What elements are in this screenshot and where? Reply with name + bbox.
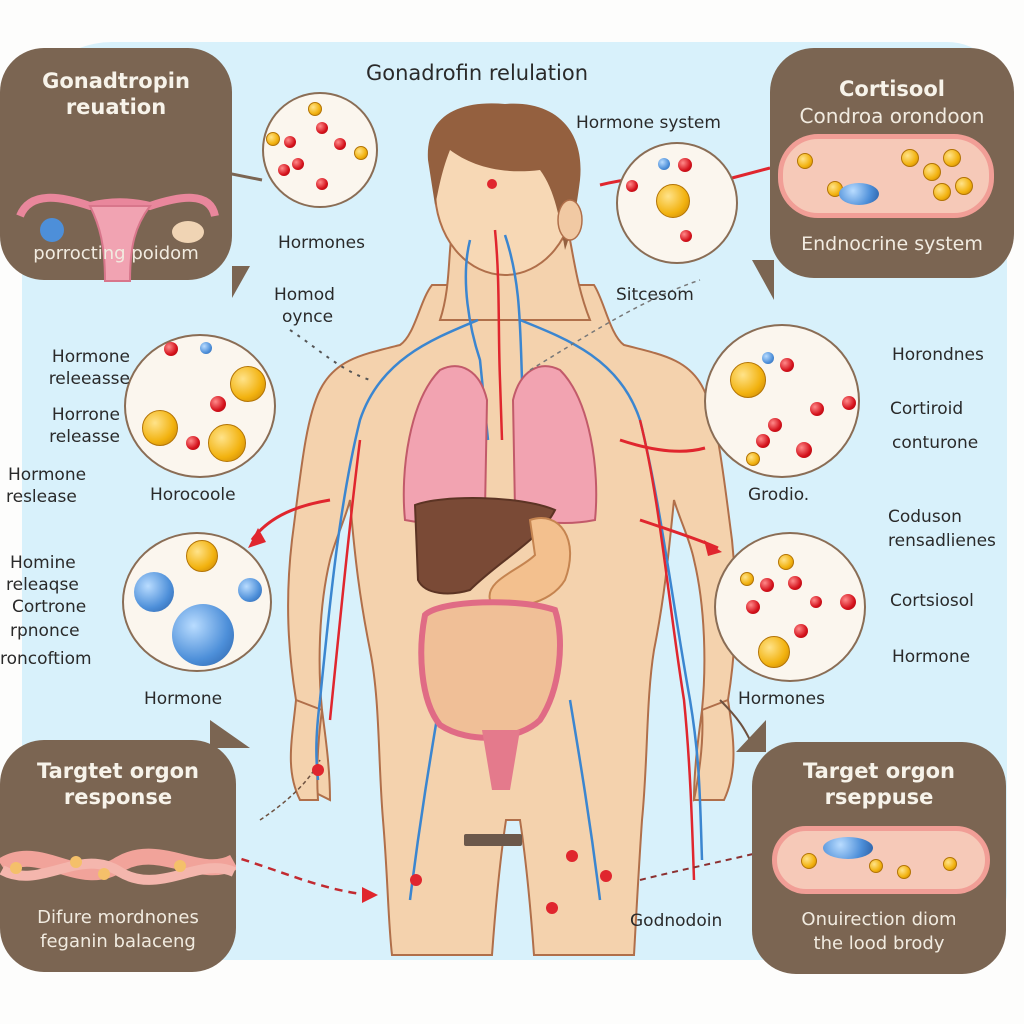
gland-tag bbox=[464, 834, 522, 846]
label-left-3-line1: Hormone bbox=[8, 465, 87, 485]
label-left-5-line2: rpnonce bbox=[10, 621, 80, 641]
callout-title-line2: response bbox=[63, 785, 173, 809]
callout-title-line2: reuation bbox=[65, 95, 167, 119]
cell-capsule bbox=[778, 134, 994, 218]
label-grodio: Grodio. bbox=[748, 485, 810, 505]
callout-caption-line2: the lood brody bbox=[813, 933, 945, 954]
callout-title-line1: Gonadtropin bbox=[42, 69, 190, 93]
molecule-dot bbox=[955, 177, 973, 195]
label-sitcesom: Sitcesom bbox=[616, 285, 694, 305]
label-right-2: Cortiroid bbox=[890, 399, 964, 419]
hormone-dots bbox=[312, 179, 612, 914]
label-left-2-line2: releasse bbox=[49, 427, 120, 447]
callout-gonadotropin: Gonadtropin reuation porrocting poidom bbox=[0, 48, 232, 282]
cell-capsule bbox=[772, 826, 990, 894]
callout-caption: Endnocrine system bbox=[801, 233, 983, 255]
molecule-dot bbox=[933, 183, 951, 201]
callout-tail bbox=[752, 260, 774, 300]
callout-caption-line1: Onuirection diom bbox=[801, 909, 957, 930]
label-left-5-line1: Cortrone bbox=[12, 597, 87, 617]
label-hormone-left-bottom: Hormone bbox=[144, 689, 223, 709]
label-hormones-right-bottom: Hormones bbox=[738, 689, 825, 709]
label-horocoole: Horocoole bbox=[150, 485, 236, 505]
callout-cortisol: Cortisool Condroa orondoon Endnocrine sy… bbox=[770, 48, 1014, 278]
callout-tail bbox=[210, 720, 250, 748]
molecule-dot bbox=[869, 859, 883, 873]
molecule-dot bbox=[897, 865, 911, 879]
molecule-circle-cortsiosol bbox=[714, 532, 866, 682]
molecule-circle-hormone-system bbox=[616, 142, 738, 264]
molecule-cluster bbox=[823, 837, 873, 859]
callout-subtitle: Condroa orondoon bbox=[799, 104, 985, 128]
label-right-4-line2: rensadlienes bbox=[888, 531, 996, 551]
label-left-4-line1: Homine bbox=[10, 553, 76, 573]
callout-title-line2: rseppuse bbox=[824, 785, 934, 809]
label-homod-line1: Homod bbox=[274, 285, 335, 305]
label-right-3: conturone bbox=[892, 433, 979, 453]
organs bbox=[402, 365, 598, 790]
label-left-2-line1: Horrone bbox=[51, 405, 120, 425]
diagram-title: Gonadrofin relulation bbox=[366, 61, 589, 85]
tissue-strand-icon bbox=[0, 848, 236, 885]
callout-caption: porrocting poidom bbox=[33, 243, 199, 264]
molecule-dot bbox=[923, 163, 941, 181]
callout-caption-line1: Difure mordnones bbox=[37, 907, 199, 928]
label-right-5: Cortsiosol bbox=[890, 591, 974, 611]
label-right-1: Horondnes bbox=[892, 345, 984, 365]
molecule-dot bbox=[901, 149, 919, 167]
uterus-icon bbox=[16, 193, 219, 282]
callout-target-organ-right: Target orgon rseppuse Onuirection diom t… bbox=[752, 742, 1006, 974]
callout-tail bbox=[232, 266, 250, 298]
label-left-3-line2: reslease bbox=[6, 487, 77, 507]
molecule-dot bbox=[797, 153, 813, 169]
molecule-dot bbox=[943, 149, 961, 167]
label-left-1-line1: Hormone bbox=[51, 347, 130, 367]
label-left-4-line2: releaqse bbox=[6, 575, 79, 595]
callout-target-organ-left: Targtet orgon response Difure mordnones … bbox=[0, 740, 236, 972]
label-hormone-system: Hormone system bbox=[576, 113, 721, 133]
molecule-dot bbox=[801, 853, 817, 869]
callout-tail bbox=[736, 720, 766, 752]
label-hormones-top: Hormones bbox=[278, 233, 365, 253]
label-left-5-line3: roncoftiom bbox=[0, 649, 92, 669]
callout-title-line1: Target orgon bbox=[803, 759, 955, 783]
callout-title: Cortisool bbox=[839, 77, 945, 101]
callout-caption-line2: feganin balaceng bbox=[40, 931, 196, 952]
label-right-6: Hormone bbox=[892, 647, 971, 667]
molecule-dot bbox=[943, 857, 957, 871]
label-homod-line2: oynce bbox=[282, 307, 334, 327]
blood-vessels bbox=[315, 229, 704, 901]
molecule-circle-cortiroid bbox=[704, 324, 860, 478]
molecule-circle-cortrone bbox=[122, 532, 272, 672]
molecule-circle-top-left bbox=[262, 92, 378, 208]
molecule-cluster bbox=[839, 183, 879, 205]
label-right-4-line1: Coduson bbox=[888, 507, 962, 527]
molecule-circle-hormone-release bbox=[124, 334, 276, 478]
label-left-1-line2: releeasse bbox=[48, 369, 130, 389]
label-godnodoin: Godnodoin bbox=[630, 911, 723, 931]
callout-title-line1: Targtet orgon bbox=[36, 759, 199, 783]
